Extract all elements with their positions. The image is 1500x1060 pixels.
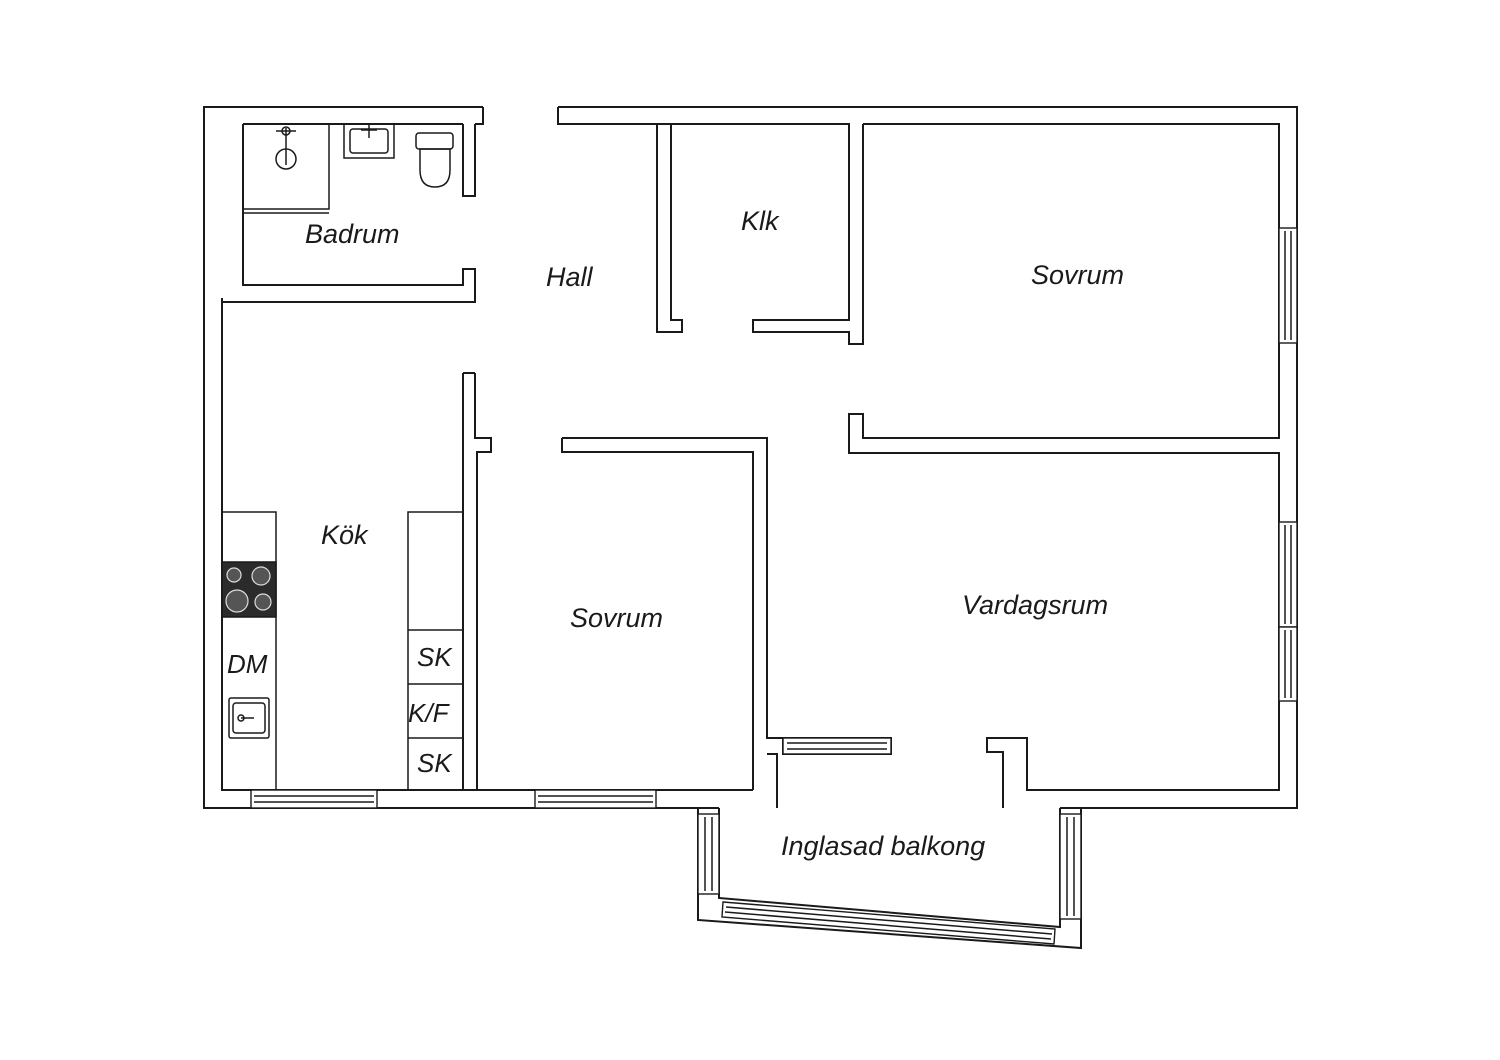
kitchen-walls xyxy=(462,372,492,790)
appliance-label-dishwasher: DM xyxy=(227,649,268,679)
appliance-label-closet-2: SK xyxy=(417,748,453,778)
room-label-badrum: Badrum xyxy=(305,219,400,249)
window-bedroom-2 xyxy=(534,789,657,809)
window-balcony-right xyxy=(1059,813,1082,920)
window-kitchen xyxy=(250,789,378,809)
kitchen-counter-right xyxy=(407,511,464,791)
klk-walls xyxy=(656,123,864,345)
window-balcony-door xyxy=(782,737,892,755)
toilet xyxy=(415,132,454,188)
room-label-sovrum-1: Sovrum xyxy=(1031,260,1124,290)
window-balcony-left xyxy=(697,813,720,895)
window-bedroom-1 xyxy=(1278,227,1298,344)
stove xyxy=(221,561,277,618)
kitchen-sink xyxy=(228,697,270,739)
room-label-kok: Kök xyxy=(321,520,369,550)
room-label-vardagsrum: Vardagsrum xyxy=(962,590,1108,620)
room-label-klk: Klk xyxy=(741,206,780,236)
room-label-hall: Hall xyxy=(546,262,594,292)
bathroom-sink xyxy=(343,123,395,159)
room-label-sovrum-2: Sovrum xyxy=(570,603,663,633)
window-living-room-upper xyxy=(1278,521,1298,628)
shower xyxy=(243,123,330,214)
room-label-balkong: Inglasad balkong xyxy=(781,831,985,861)
kitchen-counter-left xyxy=(221,511,277,791)
appliance-label-closet-1: SK xyxy=(417,642,453,672)
window-living-room-lower xyxy=(1278,626,1298,702)
appliance-label-fridge-freezer: K/F xyxy=(408,698,451,728)
window-balcony-front xyxy=(721,901,1056,945)
